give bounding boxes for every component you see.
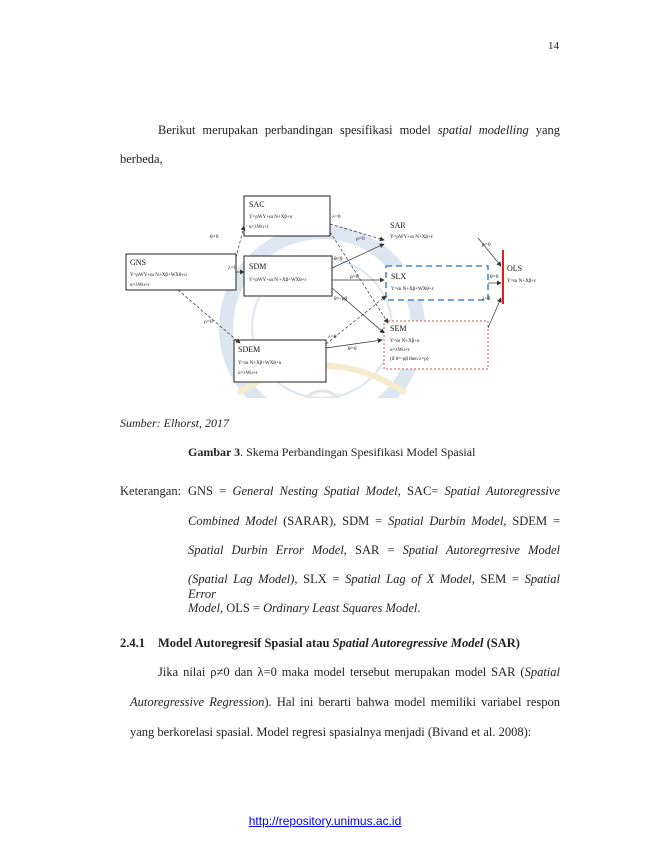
notes-line-3: Spatial Durbin Error Model, SAR = Spatia… [188, 543, 560, 557]
figure-caption: Gambar 3. Skema Perbandingan Spesifikasi… [188, 445, 476, 459]
sem-eq2: u=λWu+ε [390, 348, 410, 353]
sac-box [243, 195, 331, 237]
sar-eq1: Y=ρWY+αι N+Xβ+ε [390, 235, 433, 240]
intro-line-1: Berikut merupakan perbandingan spesifika… [158, 123, 560, 137]
body-line-1: Jika nilai ρ≠0 dan λ=0 maka model terseb… [158, 665, 560, 679]
edge-label-sdem-sem: θ=0 [348, 346, 357, 352]
edge-label-sem-ols: λ=0 [482, 296, 491, 302]
notes-line-2: Combined Model (SARAR), SDM = Spatial Du… [188, 514, 560, 528]
repository-link[interactable]: http://repository.unimus.ac.id [248, 814, 402, 828]
notes-line-5: Model, OLS = Ordinary Least Squares Mode… [188, 601, 421, 615]
intro-line-2: berbeda, [120, 152, 163, 166]
edge-label-sac-sar: λ=0 [332, 214, 341, 220]
slx-name: SLX [391, 272, 406, 281]
gns-name: GNS [130, 258, 146, 267]
body-line-2: Autoregressive Regression). Hal ini bera… [130, 695, 560, 709]
notes-label: Keterangan: [120, 484, 182, 498]
sdm-name: SDM [249, 262, 266, 271]
model-comparison-diagram: SAC Y=ρWY+αι N+Xβ+u u=λWu+ε GNS Y=ρWY+αι… [125, 195, 536, 398]
edge-label-sac-sem: ρ=0 [356, 236, 365, 242]
edge-label-sdm-slx: ρ=0 [350, 274, 359, 280]
edge-label-sdm-sar: θ=0 [334, 256, 343, 262]
sem-name: SEM [390, 324, 406, 333]
sdem-name: SDEM [238, 345, 260, 354]
sdem-eq2: u=λWu+ε [238, 371, 258, 376]
page-number: 14 [548, 40, 559, 52]
body-line-3: yang berkorelasi spasial. Model regresi … [130, 725, 532, 739]
sac-eq2: u=λWu+ε [249, 225, 269, 230]
slx-eq1: Y=αι N+Xβ+WXθ+ε [391, 287, 434, 292]
sem-eq1: Y=αι N+Xβ+u [390, 339, 420, 344]
sac-name: SAC [249, 200, 265, 209]
sac-eq1: Y=ρWY+αι N+Xβ+u [249, 215, 293, 220]
sem-eq3: (if θ=-ρβ then λ=ρ) [390, 357, 429, 362]
edge-label-sar-ols: ρ=0 [482, 242, 491, 248]
notes-line-4: (Spatial Lag Model), SLX = Spatial Lag o… [188, 572, 560, 601]
gns-eq1: Y=ρWY+αι N+Xβ+WXθ+u [130, 273, 187, 278]
sdem-eq1: Y=αι N+Xβ+WXθ+u [238, 361, 282, 366]
ols-name: OLS [507, 264, 522, 273]
sdm-box [243, 255, 333, 297]
edge-label-gns-sdem: ρ=0 [204, 319, 213, 325]
edge-label-sdm-sem: θ=-ρβ [334, 296, 347, 302]
sem-box [383, 320, 489, 370]
edge-label-slx-ols: θ=0 [490, 274, 499, 280]
notes-line-1: GNS = General Nesting Spatial Model, SAC… [188, 484, 561, 498]
sdm-eq1: Y=ρWY+αι N +Xβ+WXθ+ε [249, 278, 307, 283]
gns-eq2: u=λWu+ε [130, 283, 150, 288]
ols-eq1: Y=αι N+Xβ+ε [507, 279, 536, 284]
edge-label-gns-sdm: λ=0 [228, 265, 237, 271]
sar-name: SAR [390, 221, 406, 230]
slx-box [385, 265, 489, 301]
edge-label-sdem-slx: λ=0 [328, 334, 337, 340]
figure-source: Sumber: Elhorst, 2017 [120, 416, 229, 430]
edge-label-gns-sac: θ=0 [210, 234, 219, 240]
sdem-box [233, 339, 327, 383]
